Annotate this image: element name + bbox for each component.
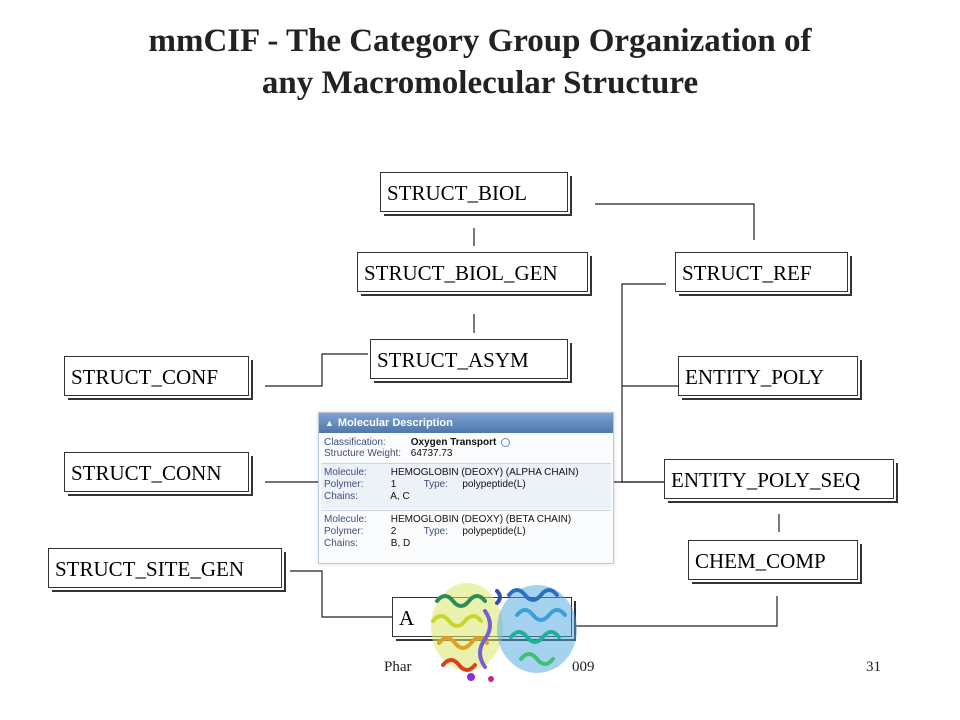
slide-title: mmCIF - The Category Group Organization … [0,20,960,104]
chains-label: Chains: [324,538,358,549]
box-struct-site-gen: STRUCT_SITE_GEN [48,548,286,592]
box-entity-poly-seq: ENTITY_POLY_SEQ [664,459,898,503]
panel-header[interactable]: ▲Molecular Description [319,413,613,433]
chains-value: A, C [390,491,410,502]
molecule-value: HEMOGLOBIN (DEOXY) (ALPHA CHAIN) [390,467,579,478]
polymer-label: Polymer: [324,526,364,537]
classification-label: Classification: [324,437,386,448]
type-label: Type: [423,479,449,490]
chains-2-row: Chains: B, D [324,538,410,549]
polymer-2-row: Polymer: 2 Type: polypeptide(L) [324,526,526,537]
box-struct-ref: STRUCT_REF [675,252,852,296]
weight-value: 64737.73 [410,448,453,459]
page-number: 31 [866,659,881,675]
polymer-label: Polymer: [324,479,364,490]
search-icon[interactable] [501,437,511,447]
panel-heading: Molecular Description [337,417,453,429]
polymer-value: 1 [390,479,397,490]
type-label: Type: [423,526,449,537]
box-chem-comp: CHEM_COMP [688,540,862,584]
box-struct-conf: STRUCT_CONF [64,356,253,400]
molecular-description-panel: ▲Molecular Description Classification: O… [318,412,614,564]
title-line-1: mmCIF - The Category Group Organization … [148,23,812,59]
classification-row: Classification: Oxygen Transport [324,437,511,448]
chains-label: Chains: [324,491,358,502]
chains-1-row: Chains: A, C [324,491,410,502]
title-line-2: any Macromolecular Structure [261,65,699,101]
box-struct-biol-gen: STRUCT_BIOL_GEN [357,252,592,296]
molecule-label: Molecule: [324,514,367,525]
box-struct-asym: STRUCT_ASYM [370,339,572,383]
chains-value: B, D [390,538,411,549]
molecule-value: HEMOGLOBIN (DEOXY) (BETA CHAIN) [390,514,572,525]
classification-value[interactable]: Oxygen Transport [410,437,497,448]
weight-row: Structure Weight: 64737.73 [324,448,453,459]
polymer-1-row: Polymer: 1 Type: polypeptide(L) [324,479,526,490]
molecule-label: Molecule: [324,467,367,478]
collapse-triangle-icon[interactable]: ▲ [325,418,334,428]
box-struct-biol: STRUCT_BIOL [380,172,572,216]
molecule-2-row: Molecule: HEMOGLOBIN (DEOXY) (BETA CHAIN… [324,514,571,525]
type-value: polypeptide(L) [462,526,526,537]
type-value: polypeptide(L) [462,479,526,490]
footer-left-text: Phar [384,659,412,675]
hemoglobin-structure-image [431,583,577,682]
weight-label: Structure Weight: [324,448,402,459]
polymer-value: 2 [390,526,397,537]
box-struct-conn: STRUCT_CONN [64,452,253,496]
molecule-1-row: Molecule: HEMOGLOBIN (DEOXY) (ALPHA CHAI… [324,467,579,478]
box-entity-poly: ENTITY_POLY [678,356,862,400]
footer-right-text: 009 [572,659,595,675]
